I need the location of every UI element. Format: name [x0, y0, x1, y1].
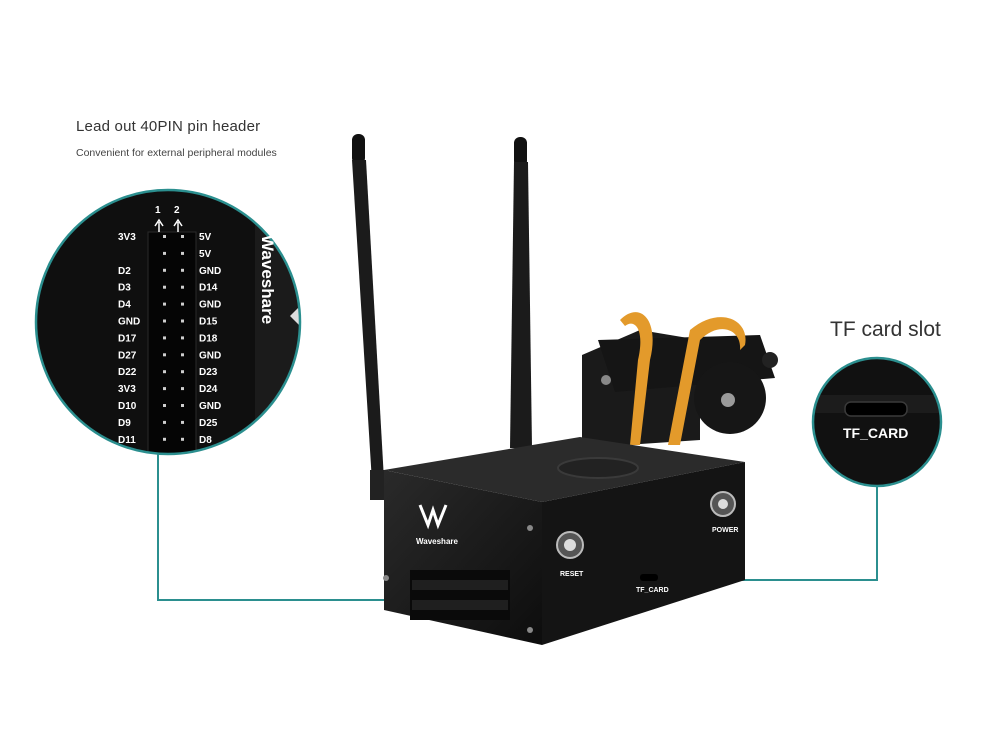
pin-label-right: D25 — [199, 418, 218, 429]
pin-label-left: 3V3 — [118, 384, 136, 395]
pin-header-callout-subtitle: Convenient for external peripheral modul… — [76, 147, 277, 159]
antenna-left — [352, 134, 388, 500]
pin-dot — [163, 353, 166, 357]
pin-label-right: 5V — [199, 249, 212, 260]
device-case — [383, 437, 745, 645]
pin-dot — [181, 268, 184, 272]
pin-label-left: D4 — [118, 300, 131, 311]
pin-label-left: GND — [118, 452, 140, 463]
antenna-right — [510, 137, 532, 448]
pin-dot — [181, 420, 184, 424]
pin-zoom-brand-label: Waveshare — [258, 235, 277, 324]
pin-dot — [181, 319, 184, 323]
pin-label-left: D9 — [118, 418, 131, 429]
pin-dot — [163, 404, 166, 407]
pin-label-right: D8 — [199, 435, 212, 446]
tf-slot-device-label: TF_CARD — [636, 587, 669, 594]
pin-label-left: GND — [118, 317, 140, 328]
pin-label-right: D24 — [199, 384, 218, 395]
pin-dot — [181, 455, 184, 458]
pin-dot — [163, 285, 166, 289]
pin-header-callout-line — [157, 454, 470, 601]
pin-col-number-1: 1 — [155, 205, 161, 216]
pin-label-right: D14 — [199, 283, 218, 294]
pin-dot — [163, 370, 166, 374]
pin-label-right: D15 — [199, 317, 218, 328]
reset-button-label: RESET — [560, 571, 584, 578]
pin-label-right: GND — [199, 300, 221, 311]
pin-label-right: 5V — [199, 232, 212, 243]
pin-dot — [181, 336, 184, 340]
pin-dot — [163, 336, 166, 340]
pin-label-left: D3 — [118, 283, 131, 294]
tf-slot-callout-title: TF card slot — [830, 318, 941, 341]
pin-label-left: D10 — [118, 401, 137, 412]
pin-dot — [163, 437, 166, 441]
tf-slot-zoom — [811, 356, 943, 488]
pin-header-zoom — [34, 188, 302, 458]
pin-col-number-2: 2 — [174, 205, 180, 216]
pin-dot — [181, 404, 184, 407]
pin-dot — [181, 437, 184, 441]
pin-label-right: GND — [199, 350, 221, 361]
pin-dot — [163, 387, 166, 391]
pin-label-right: GND — [199, 401, 221, 412]
pin-dot — [163, 302, 166, 306]
pin-label-left: D27 — [118, 350, 137, 361]
pin-dot — [181, 370, 184, 374]
pin-dot — [181, 235, 184, 238]
pin-dot — [181, 285, 184, 289]
pin-label-left: D11 — [118, 435, 136, 446]
power-button-label: POWER — [712, 527, 738, 534]
pin-dot — [163, 319, 166, 323]
tf-slot-zoom-label: TF_CARD — [843, 425, 908, 441]
pin-label-right: GND — [199, 266, 221, 277]
pin-dot — [163, 420, 166, 424]
pin-label-right: D23 — [199, 367, 218, 378]
pin-label-right: D18 — [199, 333, 218, 344]
pin-dot — [163, 251, 166, 255]
pin-header-callout-title: Lead out 40PIN pin header — [76, 118, 261, 135]
pin-label-left: D22 — [118, 367, 137, 378]
pin-label-left: D17 — [118, 333, 137, 344]
pin-dot — [181, 387, 184, 391]
pin-dot — [163, 268, 166, 272]
pin-label-right: D7 — [199, 452, 212, 463]
camera-pan-tilt-mount — [582, 312, 778, 448]
pin-label-left: D2 — [118, 266, 131, 277]
pin-dot — [181, 302, 184, 306]
pin-dot — [181, 353, 184, 357]
pin-dot — [163, 235, 166, 238]
pin-label-left: 3V3 — [118, 232, 136, 243]
pin-dot — [181, 251, 184, 255]
device-brand-label: Waveshare — [416, 537, 459, 546]
